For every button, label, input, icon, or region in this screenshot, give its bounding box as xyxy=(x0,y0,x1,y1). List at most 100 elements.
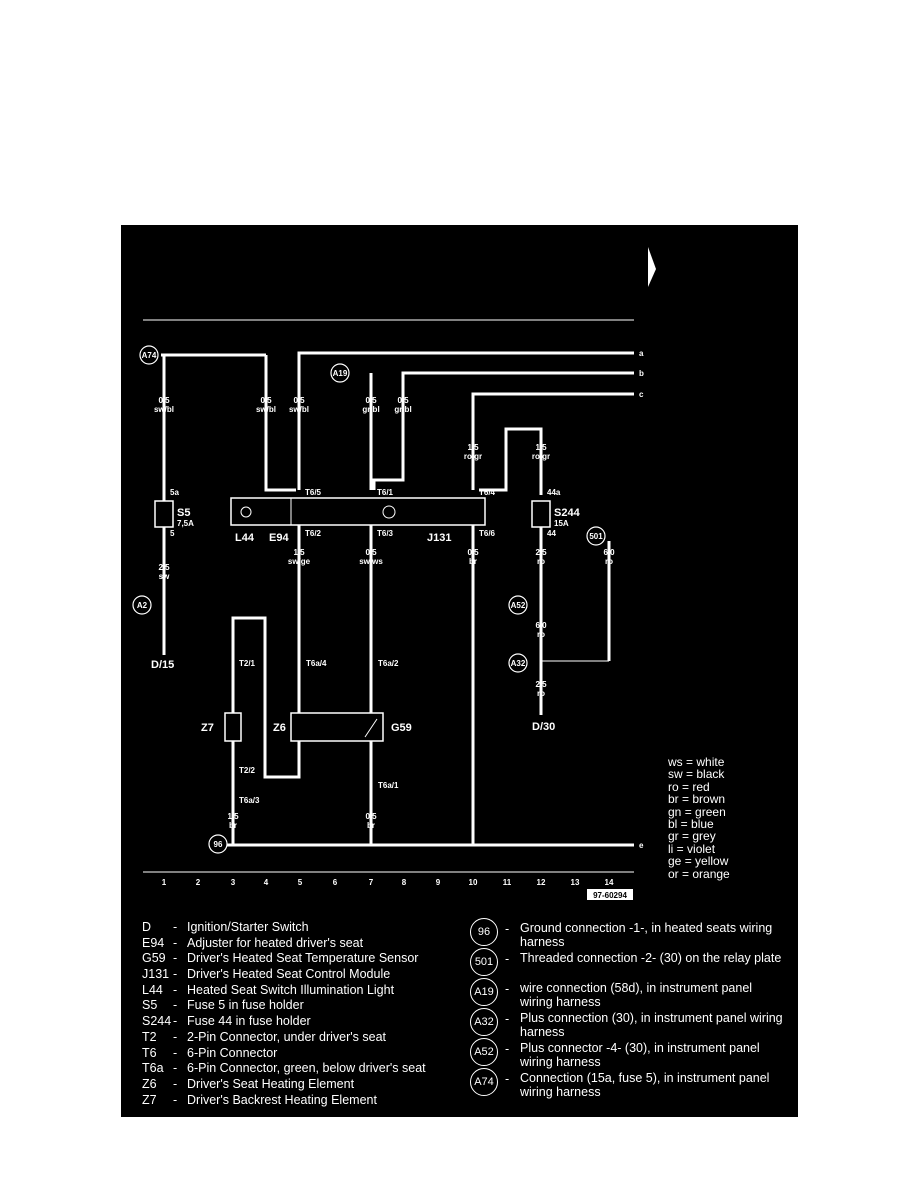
connection-row: A32-Plus connection (30), in instrument … xyxy=(470,1007,790,1039)
wire-size: 0,5 xyxy=(260,396,272,405)
component-row: S244-Fuse 44 in fuse holder xyxy=(142,1014,311,1029)
badge-text: A19 xyxy=(333,369,348,378)
component-label: Z6 xyxy=(273,722,286,734)
badge-text: 96 xyxy=(214,840,223,849)
connection-badge: A19 xyxy=(470,978,498,1006)
component-label: L44 xyxy=(235,532,255,544)
pin-label: 44a xyxy=(547,488,561,497)
component-label: 7,5A xyxy=(177,519,194,528)
wire-color: ro/gr xyxy=(532,452,550,461)
column-number: 11 xyxy=(503,878,512,887)
pin-label: T6a/3 xyxy=(239,796,260,805)
wire-size: 0,5 xyxy=(397,396,409,405)
badge-a52 xyxy=(508,595,528,615)
legend-row: br = brown xyxy=(668,792,726,807)
legend-row: sw = black xyxy=(668,767,725,782)
wire-b xyxy=(372,371,634,490)
wire-color: sw/ws xyxy=(359,557,383,566)
column-number: 10 xyxy=(469,878,478,887)
badge-text: A2 xyxy=(137,601,148,610)
wire-color: sw/bl xyxy=(289,405,309,414)
wire-color: ro xyxy=(537,630,545,639)
component-row: D-Ignition/Starter Switch xyxy=(142,920,309,934)
wire-size: 6,0 xyxy=(603,548,615,557)
legend-row: bl = blue xyxy=(668,817,714,832)
component-row: S5-Fuse 5 in fuse holder xyxy=(142,998,304,1013)
edge-letter: b xyxy=(639,369,644,378)
component-label: 15A xyxy=(554,519,569,528)
connection-row: 96-Ground connection -1-, in heated seat… xyxy=(470,917,790,949)
component-row: T6-6-Pin Connector xyxy=(142,1045,278,1060)
wire-size: 2,5 xyxy=(158,563,170,572)
connection-badge: A52 xyxy=(470,1038,498,1066)
wire-size: 0,5 xyxy=(365,812,377,821)
component-list: D-Ignition/Starter Switch E94-Adjuster f… xyxy=(142,920,472,1108)
color-legend: ws = white sw = black ro = red br = brow… xyxy=(668,756,730,880)
column-number: 8 xyxy=(402,878,407,887)
component-label: D/15 xyxy=(151,659,174,671)
component-label: D/30 xyxy=(532,721,555,733)
wire-size: 2,5 xyxy=(535,548,547,557)
g59-sensor-arrow xyxy=(364,718,378,738)
pin-label: T2/1 xyxy=(239,659,256,668)
component-row: L44-Heated Seat Switch Illumination Ligh… xyxy=(142,982,395,997)
wire-color: gr/bl xyxy=(394,405,411,414)
badge-501 xyxy=(586,526,606,546)
wire-size: 0,5 xyxy=(158,396,170,405)
badge-a19 xyxy=(330,363,350,383)
z7-element xyxy=(224,712,242,742)
column-number: 14 xyxy=(605,878,614,887)
component-row: G59-Driver's Heated Seat Temperature Sen… xyxy=(142,951,419,966)
z6-g59-element xyxy=(290,712,384,742)
j131-module-box xyxy=(230,497,486,526)
pin-label: 5a xyxy=(170,488,179,497)
component-row: T2-2-Pin Connector, under driver's seat xyxy=(142,1029,387,1044)
column-number: 13 xyxy=(571,878,580,887)
legend-row: ro = red xyxy=(668,779,710,794)
s5-fuse-box xyxy=(154,500,174,528)
pin-label: T6/2 xyxy=(305,529,322,538)
column-number: 7 xyxy=(369,878,374,887)
legend-row: or = orange xyxy=(668,866,730,881)
page-continue-arrow xyxy=(648,247,656,287)
wire-s244-in xyxy=(479,427,543,495)
wire-color: br xyxy=(229,821,237,830)
wire-color: br xyxy=(469,557,477,566)
badge-text: A32 xyxy=(511,659,526,668)
component-row: J131-Driver's Heated Seat Control Module xyxy=(142,967,391,982)
connection-row: A74-Connection (15a, fuse 5), in instrum… xyxy=(470,1067,790,1099)
wire-size: 1,5 xyxy=(467,443,479,452)
legend-row: gr = grey xyxy=(668,829,716,844)
badge-a2 xyxy=(132,595,152,615)
l44-lamp-icon xyxy=(240,506,252,518)
column-number: 6 xyxy=(333,878,338,887)
wire-color: ro xyxy=(605,557,613,566)
drawing-number-box xyxy=(587,889,633,900)
pin-label: T2/2 xyxy=(239,766,256,775)
wire-color: sw xyxy=(159,572,170,581)
component-row: Z6-Driver's Seat Heating Element xyxy=(142,1076,355,1091)
connection-row: A19-wire connection (58d), in instrument… xyxy=(470,977,790,1009)
component-label: S244 xyxy=(554,507,581,519)
pin-label: T6/1 xyxy=(377,488,394,497)
wire-size: 1,5 xyxy=(227,812,239,821)
legend-row: li = violet xyxy=(668,841,716,856)
pin-label: T6/3 xyxy=(377,529,394,538)
badge-text: A52 xyxy=(511,601,526,610)
wire-color: ro xyxy=(537,689,545,698)
component-label: Z7 xyxy=(201,722,214,734)
column-number: 2 xyxy=(196,878,201,887)
component-row: E94-Adjuster for heated driver's seat xyxy=(142,935,364,950)
wire-size: 0,5 xyxy=(467,548,479,557)
wiring-diagram-panel: A74 A19 501 A2 A52 A32 96 0,5 sw/bl 0,5 … xyxy=(121,225,798,1117)
wire-size: 0,5 xyxy=(365,396,377,405)
badge-text: A74 xyxy=(142,351,157,360)
component-label: J131 xyxy=(427,532,451,544)
component-label: S5 xyxy=(177,507,190,519)
component-row: Z7-Driver's Backrest Heating Element xyxy=(142,1092,377,1107)
component-label: E94 xyxy=(269,532,289,544)
connection-row: 501-Threaded connection -2- (30) on the … xyxy=(470,947,790,977)
wire-size: 1,5 xyxy=(535,443,547,452)
column-number: 9 xyxy=(436,878,441,887)
wire-size: 2,5 xyxy=(535,680,547,689)
